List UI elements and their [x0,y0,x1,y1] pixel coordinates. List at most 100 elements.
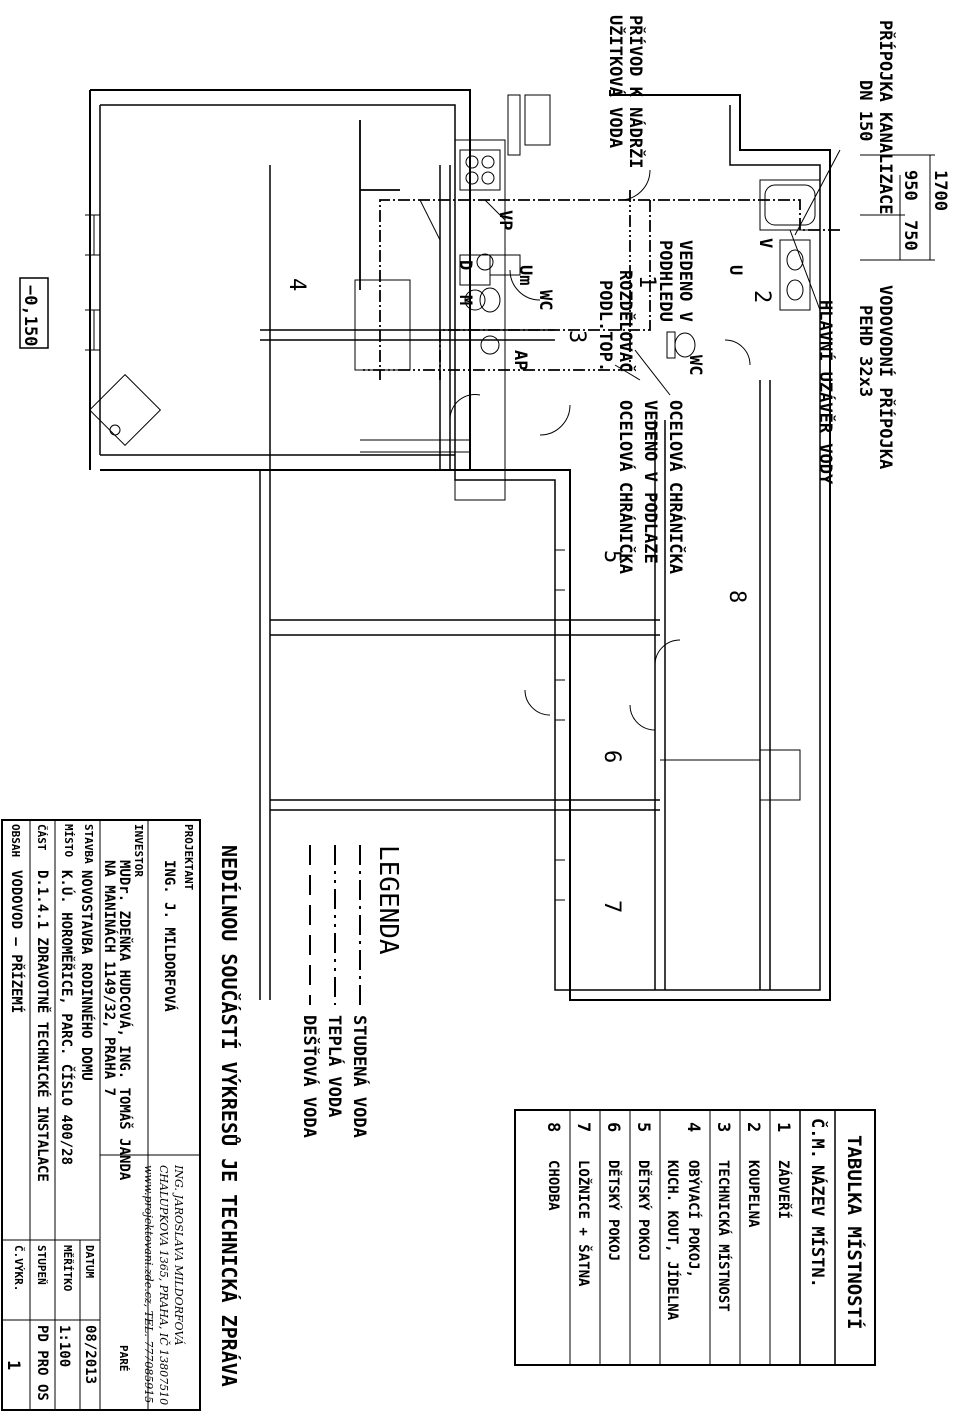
doors [449,169,751,731]
rooms-table-name: KOUPELNA [745,1160,761,1228]
window [555,549,565,591]
kitchen-counter [454,139,506,501]
tb-datum: 08/2013 [82,1325,98,1384]
level-mark: −0,150 [20,285,40,346]
room-number-4: 4 [284,278,309,291]
door-swing [449,394,481,421]
tb-misto-label: MÍSTO [62,824,75,857]
tb-obsah: VODOVOD – PŘÍZEMÍ [8,870,26,1013]
note-privod-2: UŽITKOVÁ VODA [605,15,627,148]
bathtub-inner [764,184,816,226]
windows [85,214,565,901]
fixture-wc-3: WC [535,290,555,310]
rooms-table-no: 3 [713,1122,733,1132]
leader [614,364,641,381]
rooms-table: TABULKA MÍSTNOSTÍ Č.M. NÁZEV MÍSTN. 1 ZÁ… [514,1109,876,1366]
tb-office-3: www.projektovani.zde.cz, TEL. 777085915 [142,1165,155,1403]
washbasin-bowl [786,249,804,271]
fixture-ap: AP [510,350,530,370]
water-pipes [359,120,840,380]
fireplace [88,373,162,447]
cold-water-branch [439,200,651,380]
leader [484,199,506,221]
dining-table [354,279,411,371]
rooms-table-title: TABULKA MÍSTNOSTÍ [843,1135,866,1329]
rooms-table-col-name: NÁZEV MÍSTN. [807,1165,829,1288]
rooms-table-col-no: Č.M. [807,1118,829,1159]
room-number-6: 6 [599,750,624,763]
kitchen-sink [459,254,491,286]
tb-meritko-label: MĚŘÍTKO [61,1245,74,1292]
rooms-table-no: 2 [743,1122,763,1132]
outlet-block [507,94,521,156]
leader [634,349,671,396]
room-number-7: 7 [599,900,624,913]
fixture-vp: VP [495,210,515,230]
door-swing [654,639,681,666]
door-swing [629,704,656,731]
washbasin-counter [779,239,811,311]
fixture-u: U [725,265,745,275]
door-swing [524,689,551,716]
fixture-d: D [455,260,475,270]
hot-water-branch [360,190,631,371]
rooms-table-name: DĚTSKÝ POKOJ [635,1160,653,1261]
cold-water-main [379,199,840,380]
rooms-table-name: ZÁDVEŘÍ [775,1160,793,1219]
fixture-v: V [755,238,775,248]
window [85,214,100,256]
dim-b: 750 [900,220,920,251]
tb-obsah-label: OBSAH [9,824,22,857]
legend-title: LEGENDA [373,845,403,955]
tb-cast-label: ČÁST [35,824,48,851]
washbasin-bowl [786,279,804,301]
note-chranicka-1: OCELOVÁ CHRÁNIČKA [665,400,687,574]
tb-projektant: ING. J. MILDORFOVÁ [161,860,178,1012]
window [85,309,100,351]
tb-stupen: PD PRO OS [34,1325,50,1401]
tb-misto: K.Ú. HOROMĚŘICE, PARC. ČÍSLO 400/28 [58,870,76,1165]
window [360,439,470,453]
hob-burner [465,171,479,185]
note-rozdelovac-1: ROZDĚLOVAČ [615,270,637,372]
rooms-table-name: OBÝVACÍ POKOJ, [685,1160,703,1278]
rooms-table-name: DĚTSKÝ POKOJ [605,1160,623,1261]
tb-cvykr: 1 [3,1360,23,1370]
tb-office-1: ING. JAROSLAVA MILDORFOVÁ [172,1164,186,1346]
note-uzaver: HLAVNÍ UZÁVĚR VODY [815,300,837,485]
tb-meritko: 1:100 [56,1325,72,1367]
note-rozdelovac-2: PODL.TOP. [595,280,615,372]
room-number-8: 8 [724,590,749,603]
toilet-2 [674,332,696,358]
legend: LEGENDA STUDENÁ VODA TEPLÁ VODA DEŠŤOVÁ … [299,845,403,1138]
fireplace-flue [109,424,121,436]
sink-um [476,253,494,271]
door-swing [619,169,651,201]
boiler-ap [480,335,500,355]
tb-office-2: CHALUPKOVA 1365, PRAHA, IČ 13807510 [157,1165,171,1405]
hall-cabinet [759,749,801,801]
tb-cast: D.1.4.1 ZDRAVOTNĚ TECHNICKÉ INSTALACE [34,870,51,1182]
tb-cvykr-label: Č.VÝKR. [12,1245,25,1291]
title-block: PROJEKTANT ING. J. MILDORFOVÁ INVESTOR M… [1,819,201,1411]
dim-total: 1700 [930,170,950,211]
tb-stavba: NOVOSTAVBA RODINNÉHO DOMU [78,870,95,1081]
tb-pare-label: PARÉ [117,1345,130,1372]
dimensions [860,154,935,261]
room-number-3: 3 [564,330,589,343]
tb-datum-label: DATUM [83,1245,96,1278]
note-podhled-1: VEDENO V [675,240,695,322]
rooms-table-no: 4 [683,1122,703,1132]
dim-a: 950 [900,170,920,201]
title-block-frame [1,819,201,1411]
fixture-um: Um [515,265,535,285]
note-vodovod-1: VODOVODNÍ PŘÍPOJKA [875,285,897,469]
outer-wall-outline [90,89,831,1001]
note-privod-1: PŘÍVOD K NÁDRŽI [625,15,647,169]
technical-report-note: NEDÍLNOU SOUČÁSTÍ VÝKRESŮ JE TECHNICKÁ Z… [217,845,241,1387]
door-swing [539,404,571,436]
legend-item-hot: TEPLÁ VODA [324,1015,346,1117]
